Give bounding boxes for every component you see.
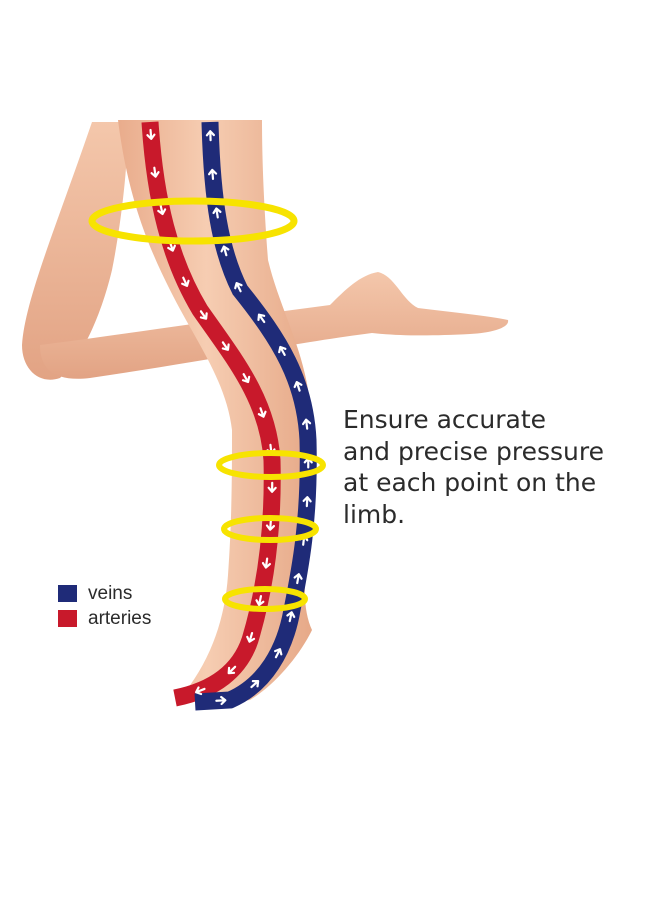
flow-arrow-icon [255,595,265,607]
legend: veins arteries [58,581,151,631]
caption-line: at each point on the [343,468,597,497]
caption-line: Ensure accurate [343,405,547,434]
legend-item-veins: veins [58,581,151,606]
pressure-rings [88,197,326,612]
flow-arrow-icon [181,276,190,287]
legend-swatch-veins [58,585,77,602]
legend-swatch-arteries [58,610,77,627]
flow-arrow-icon [302,496,312,508]
legend-label-arteries: arteries [88,607,152,629]
flow-arrow-icon [257,313,266,324]
flow-arrow-icon [194,686,206,696]
flow-arrow-icon [265,519,276,531]
flow-arrow-icon [246,631,256,643]
flow-arrow-icon [215,695,227,706]
caption-text: Ensure accurate and precise pressure at … [343,404,643,530]
flow-arrow-icon [157,204,167,216]
flow-arrow-icon [234,281,243,293]
caption-line: limb. [343,499,406,529]
flow-arrow-icon [293,573,303,585]
flow-arrow-icon [220,245,230,257]
raised-leg-thigh [22,122,128,380]
flow-arrow-icon [205,130,216,142]
flow-arrow-icon [227,665,237,675]
legend-label-veins: veins [88,582,133,604]
flow-arrow-icon [278,345,287,356]
pressure-ring-knee [216,450,326,480]
flow-arrow-icon [267,481,277,493]
pressure-ring-calf [221,515,319,543]
flow-arrow-icon [286,611,296,623]
flow-arrow-icon [212,207,222,219]
legend-item-arteries: arteries [58,606,151,631]
flow-arrow-icon [302,418,312,430]
pressure-ring-ankle [222,586,308,612]
flow-arrow-icon [207,168,218,180]
flow-arrow-icon [146,128,156,140]
flow-arrow-icon [261,557,272,569]
flow-arrow-icon [257,407,267,418]
pressure-ring-thigh [88,197,298,245]
flow-arrow-icon [250,679,260,689]
flow-arrow-icon [221,341,230,351]
caption-line: and precise pressure [343,436,604,466]
flow-arrow-icon [241,373,251,384]
flow-arrow-icon [199,310,208,320]
flow-arrow-icon [273,648,283,659]
flow-arrow-icon [150,166,160,178]
flow-arrow-icon [293,380,303,392]
